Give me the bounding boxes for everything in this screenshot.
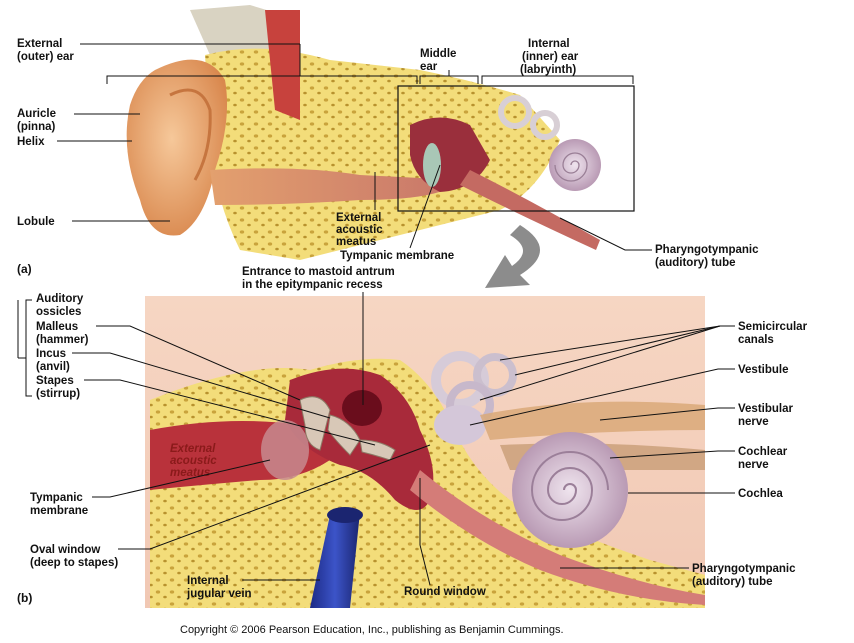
label-internal-jugular-vein: Internal jugular vein: [186, 575, 252, 600]
panel-a-tag: (a): [17, 262, 32, 276]
label-helix: Helix: [17, 136, 45, 148]
label-cochlear-nerve: Cochlear nerve: [738, 446, 790, 471]
label-external-acoustic-meatus: External acoustic meatus: [336, 212, 386, 248]
label-lobule: Lobule: [17, 216, 55, 228]
label-incus: Incus (anvil): [36, 348, 70, 373]
label-stapes: Stapes (stirrup): [36, 375, 80, 400]
bracket-ossicles: [25, 299, 32, 397]
bracket-middle-ear: [419, 75, 479, 84]
copyright-notice: Copyright © 2006 Pearson Education, Inc.…: [180, 624, 564, 636]
label-vestibule: Vestibule: [738, 364, 789, 376]
zoom-arrow: [485, 225, 540, 288]
label-middle-ear: Middle ear: [420, 48, 460, 73]
bracket-external-ear: [106, 75, 418, 84]
label-tympanic-membrane-b: Tympanic membrane: [30, 492, 88, 517]
panel-b-illustration: [145, 296, 705, 608]
label-internal-ear: Internal (inner) ear (labryinth): [520, 38, 581, 76]
label-external-ear: External (outer) ear: [17, 38, 74, 63]
label-tympanic-membrane-a: Tympanic membrane: [340, 250, 454, 262]
label-vestibular-nerve: Vestibular nerve: [738, 403, 796, 428]
label-auricle: Auricle (pinna): [17, 108, 59, 133]
bracket-internal-ear: [481, 75, 634, 84]
label-semicircular-canals: Semicircular canals: [738, 321, 810, 346]
ear-canal-shape: [210, 168, 445, 205]
label-entrance-mastoid: Entrance to mastoid antrum in the epitym…: [242, 266, 398, 291]
label-auditory-ossicles: Auditory ossicles: [36, 293, 86, 318]
panel-a-labels: External (outer) ear Middle ear Internal…: [17, 38, 762, 276]
panel-b-tag: (b): [17, 591, 32, 605]
label-oval-window: Oval window (deep to stapes): [30, 544, 118, 569]
label-round-window: Round window: [404, 586, 486, 598]
label-malleus: Malleus (hammer): [36, 321, 89, 346]
panel-b-labels: Entrance to mastoid antrum in the epitym…: [17, 266, 810, 605]
label-cochlea: Cochlea: [738, 488, 783, 500]
label-pharyngotympanic-tube-b: Pharyngotympanic (auditory) tube: [692, 563, 799, 588]
label-pharyngotympanic-tube-a: Pharyngotympanic (auditory) tube: [655, 244, 762, 269]
auricle-shape: [126, 59, 228, 236]
